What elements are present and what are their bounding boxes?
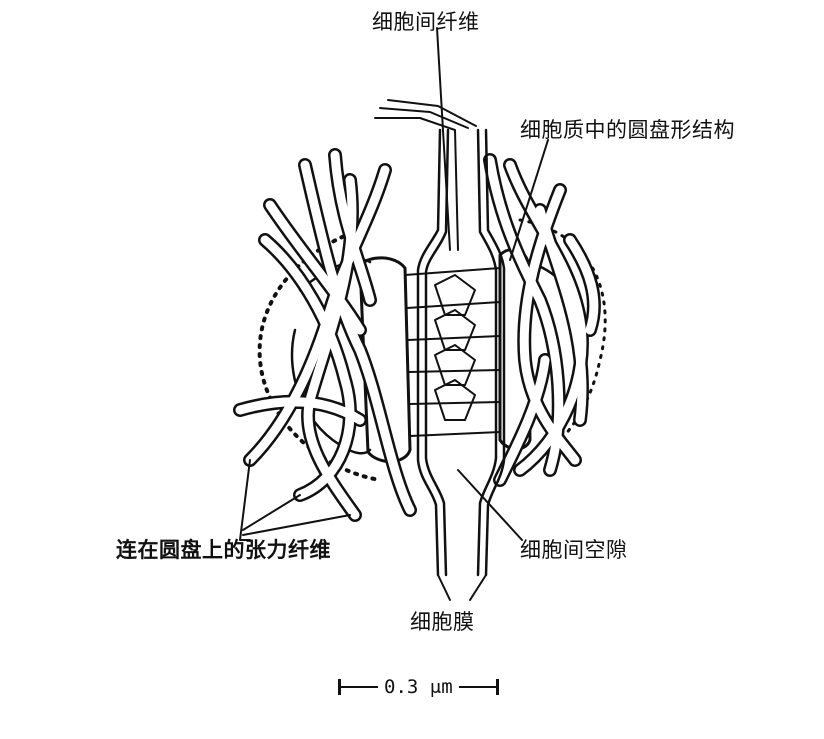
disc-leader-line [509,139,549,261]
tension-fiber-leader [239,459,351,541]
label-disc-structure: 细胞质中的圆盘形结构 [520,118,735,142]
scale-bar-right [458,679,499,695]
label-cell-membrane: 细胞膜 [410,610,475,634]
scale-bar: 0.3 μm [338,676,499,698]
scale-bar-text: 0.3 μm [384,676,453,698]
space-leader-line [457,469,523,541]
cell-membranes [416,128,506,577]
top-leader-lines [374,27,477,251]
label-intercellular-fiber: 细胞间纤维 [372,10,480,34]
scale-bar-left [338,679,378,695]
membrane-leader-lines [437,574,487,601]
label-tension-fibers: 连在圆盘上的张力纤维 [116,538,331,562]
label-intercellular-space: 细胞间空隙 [520,538,628,562]
intercellular-fibers [404,267,501,437]
